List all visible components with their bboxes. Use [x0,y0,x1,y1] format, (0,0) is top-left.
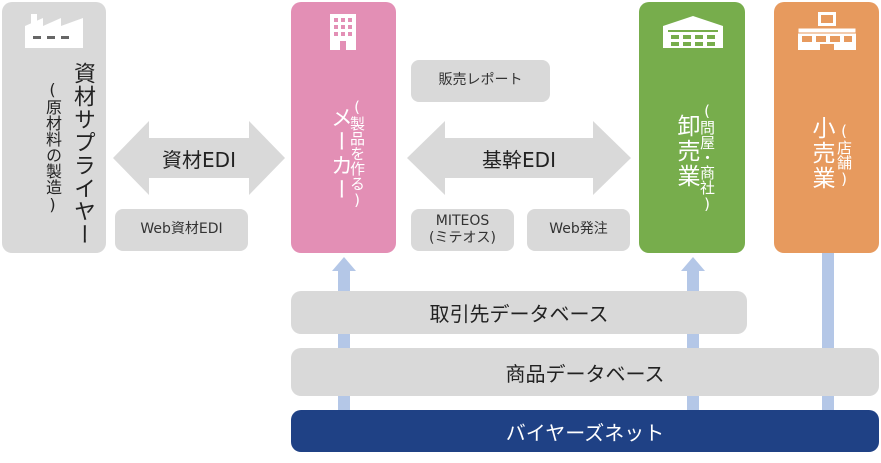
wholesale-name: 卸売業 [673,114,699,189]
shohin-db-bar: 商品データベース [291,348,879,396]
maker-card: (製品を作る) メーカー [291,2,396,253]
shizai-edi-arrow: 資材EDI [113,121,285,195]
warehouse-icon [663,16,723,48]
miteos-line2: (ミテオス) [429,230,496,246]
retail-sub: (店舗) [835,122,853,188]
web-hacchu-pill: Web発注 [527,209,630,251]
supplier-card: 資材サプライヤー (原材料の製造) [2,2,106,253]
wholesale-sub: (問屋・商社) [698,102,716,213]
web-shizai-edi-pill: Web資材EDI [115,209,248,251]
torihikisaki-db-bar: 取引先データベース [291,291,747,334]
kikan-edi-arrow: 基幹EDI [407,121,631,195]
shizai-edi-label: 資材EDI [162,147,236,172]
wholesale-card: (問屋・商社) 卸売業 [639,2,745,253]
wholesale-connector-arrowhead [681,257,705,271]
factory-icon [25,14,83,48]
hanbai-report-pill: 販売レポート [411,60,550,102]
supplier-sub: (原材料の製造) [43,80,62,214]
pharmacy-store-icon [798,12,856,50]
miteos-pill: MITEOS (ミテオス) [411,209,514,251]
maker-name: メーカー [327,106,352,202]
retail-name: 小売業 [808,116,834,191]
maker-sub: (製品を作る) [348,98,366,209]
office-building-icon [330,14,356,50]
buyers-net-bar: バイヤーズネット [291,410,879,452]
maker-connector-arrowhead [332,257,356,271]
supplier-name: 資材サプライヤー [70,62,95,246]
kikan-edi-label: 基幹EDI [482,147,556,172]
miteos-line1: MITEOS [435,212,490,229]
retail-card: (店舗) 小売業 [774,2,879,253]
